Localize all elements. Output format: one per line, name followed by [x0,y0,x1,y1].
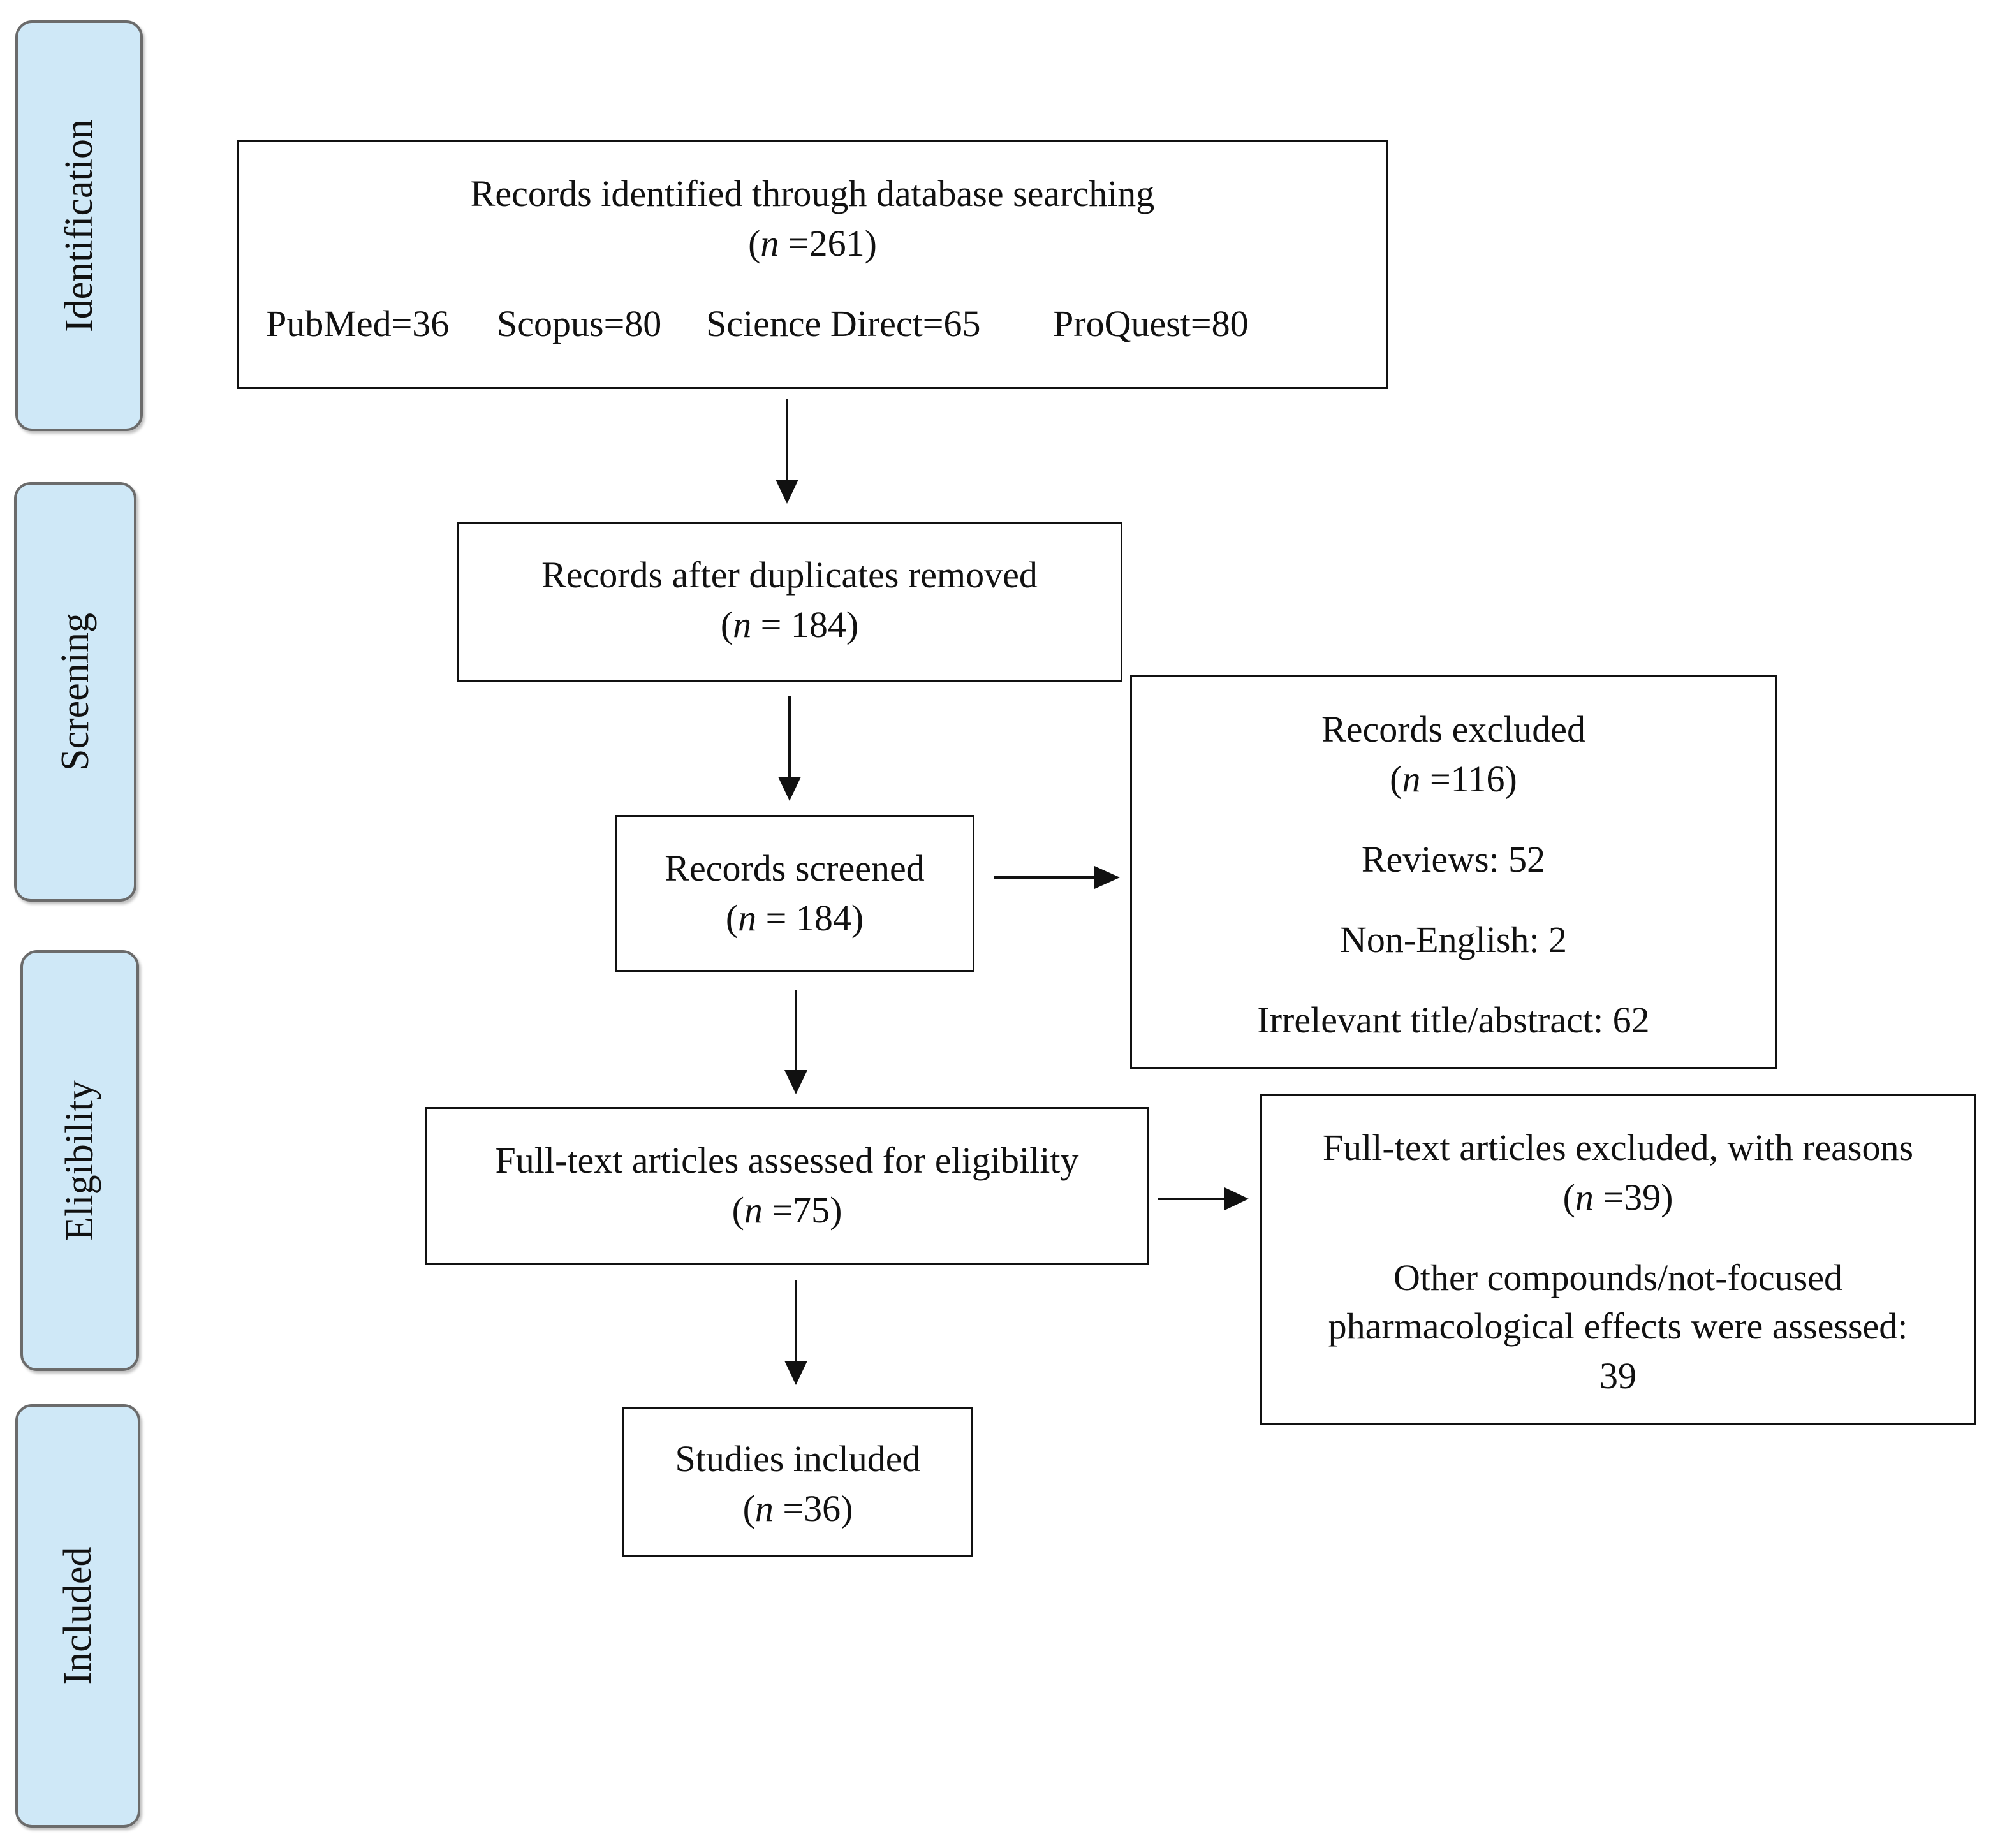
stage-identification: Identification [15,20,143,431]
included-count: (n =36) [742,1488,853,1529]
fulltext-excluded-count: (n =39) [1562,1177,1673,1218]
stage-label-identification: Identification [57,119,101,332]
arrow-screened-to-fulltext [784,990,807,1094]
included-title: Studies included [675,1438,921,1479]
stage-label-eligibility: Eligibility [58,1080,101,1241]
fulltext-excluded-reason-1: Other compounds/not-focused [1393,1257,1842,1298]
box-records-screened: Records screened (n = 184) [615,815,974,972]
fulltext-excluded-title: Full-text articles excluded, with reason… [1322,1127,1914,1168]
arrow-identified-to-duplicates [776,399,798,504]
box-records-identified: Records identified through database sear… [237,140,1388,389]
fulltext-assessed-title: Full-text articles assessed for eligibil… [495,1140,1079,1181]
excluded-title: Records excluded [1321,708,1585,750]
box-records-excluded: Records excluded (n =116) Reviews: 52 No… [1130,675,1777,1069]
duplicates-title: Records after duplicates removed [541,554,1038,596]
source-scopus: Scopus=80 [497,303,662,344]
excluded-count: (n =116) [1390,758,1517,800]
stage-label-screening: Screening [54,613,97,771]
duplicates-count: (n = 184) [720,604,859,645]
arrow-duplicates-to-screened [778,696,801,801]
identified-title: Records identified through database sear… [470,173,1155,214]
arrow-fulltext-to-excluded [1158,1187,1249,1210]
stage-screening: Screening [14,482,136,902]
box-fulltext-assessed: Full-text articles assessed for eligibil… [425,1107,1149,1265]
source-proquest: ProQuest=80 [1053,303,1249,344]
fulltext-excluded-reason-2: pharmacological effects were assessed: [1328,1305,1908,1347]
box-duplicates-removed: Records after duplicates removed (n = 18… [457,522,1122,682]
excluded-reason-non-english: Non-English: 2 [1339,919,1568,960]
fulltext-assessed-count: (n =75) [732,1189,842,1231]
stage-included: Included [15,1404,140,1828]
arrow-screened-to-excluded [994,866,1120,889]
excluded-reason-reviews: Reviews: 52 [1361,839,1546,880]
stage-label-included: Included [56,1546,99,1685]
stage-eligibility: Eligibility [20,950,139,1371]
excluded-reason-irrelevant: Irrelevant title/abstract: 62 [1257,999,1650,1041]
source-pubmed: PubMed=36 [266,303,450,344]
identified-sources: PubMed=36 Scopus=80 Science Direct=65 Pr… [239,305,1386,350]
fulltext-excluded-reason-3: 39 [1599,1355,1636,1397]
box-fulltext-excluded: Full-text articles excluded, with reason… [1260,1094,1976,1425]
arrow-fulltext-to-included [784,1280,807,1385]
identified-count: (n =261) [748,223,877,264]
box-studies-included: Studies included (n =36) [622,1407,973,1557]
screened-count: (n = 184) [725,897,864,939]
source-science-direct: Science Direct=65 [706,303,981,344]
screened-title: Records screened [665,847,925,889]
